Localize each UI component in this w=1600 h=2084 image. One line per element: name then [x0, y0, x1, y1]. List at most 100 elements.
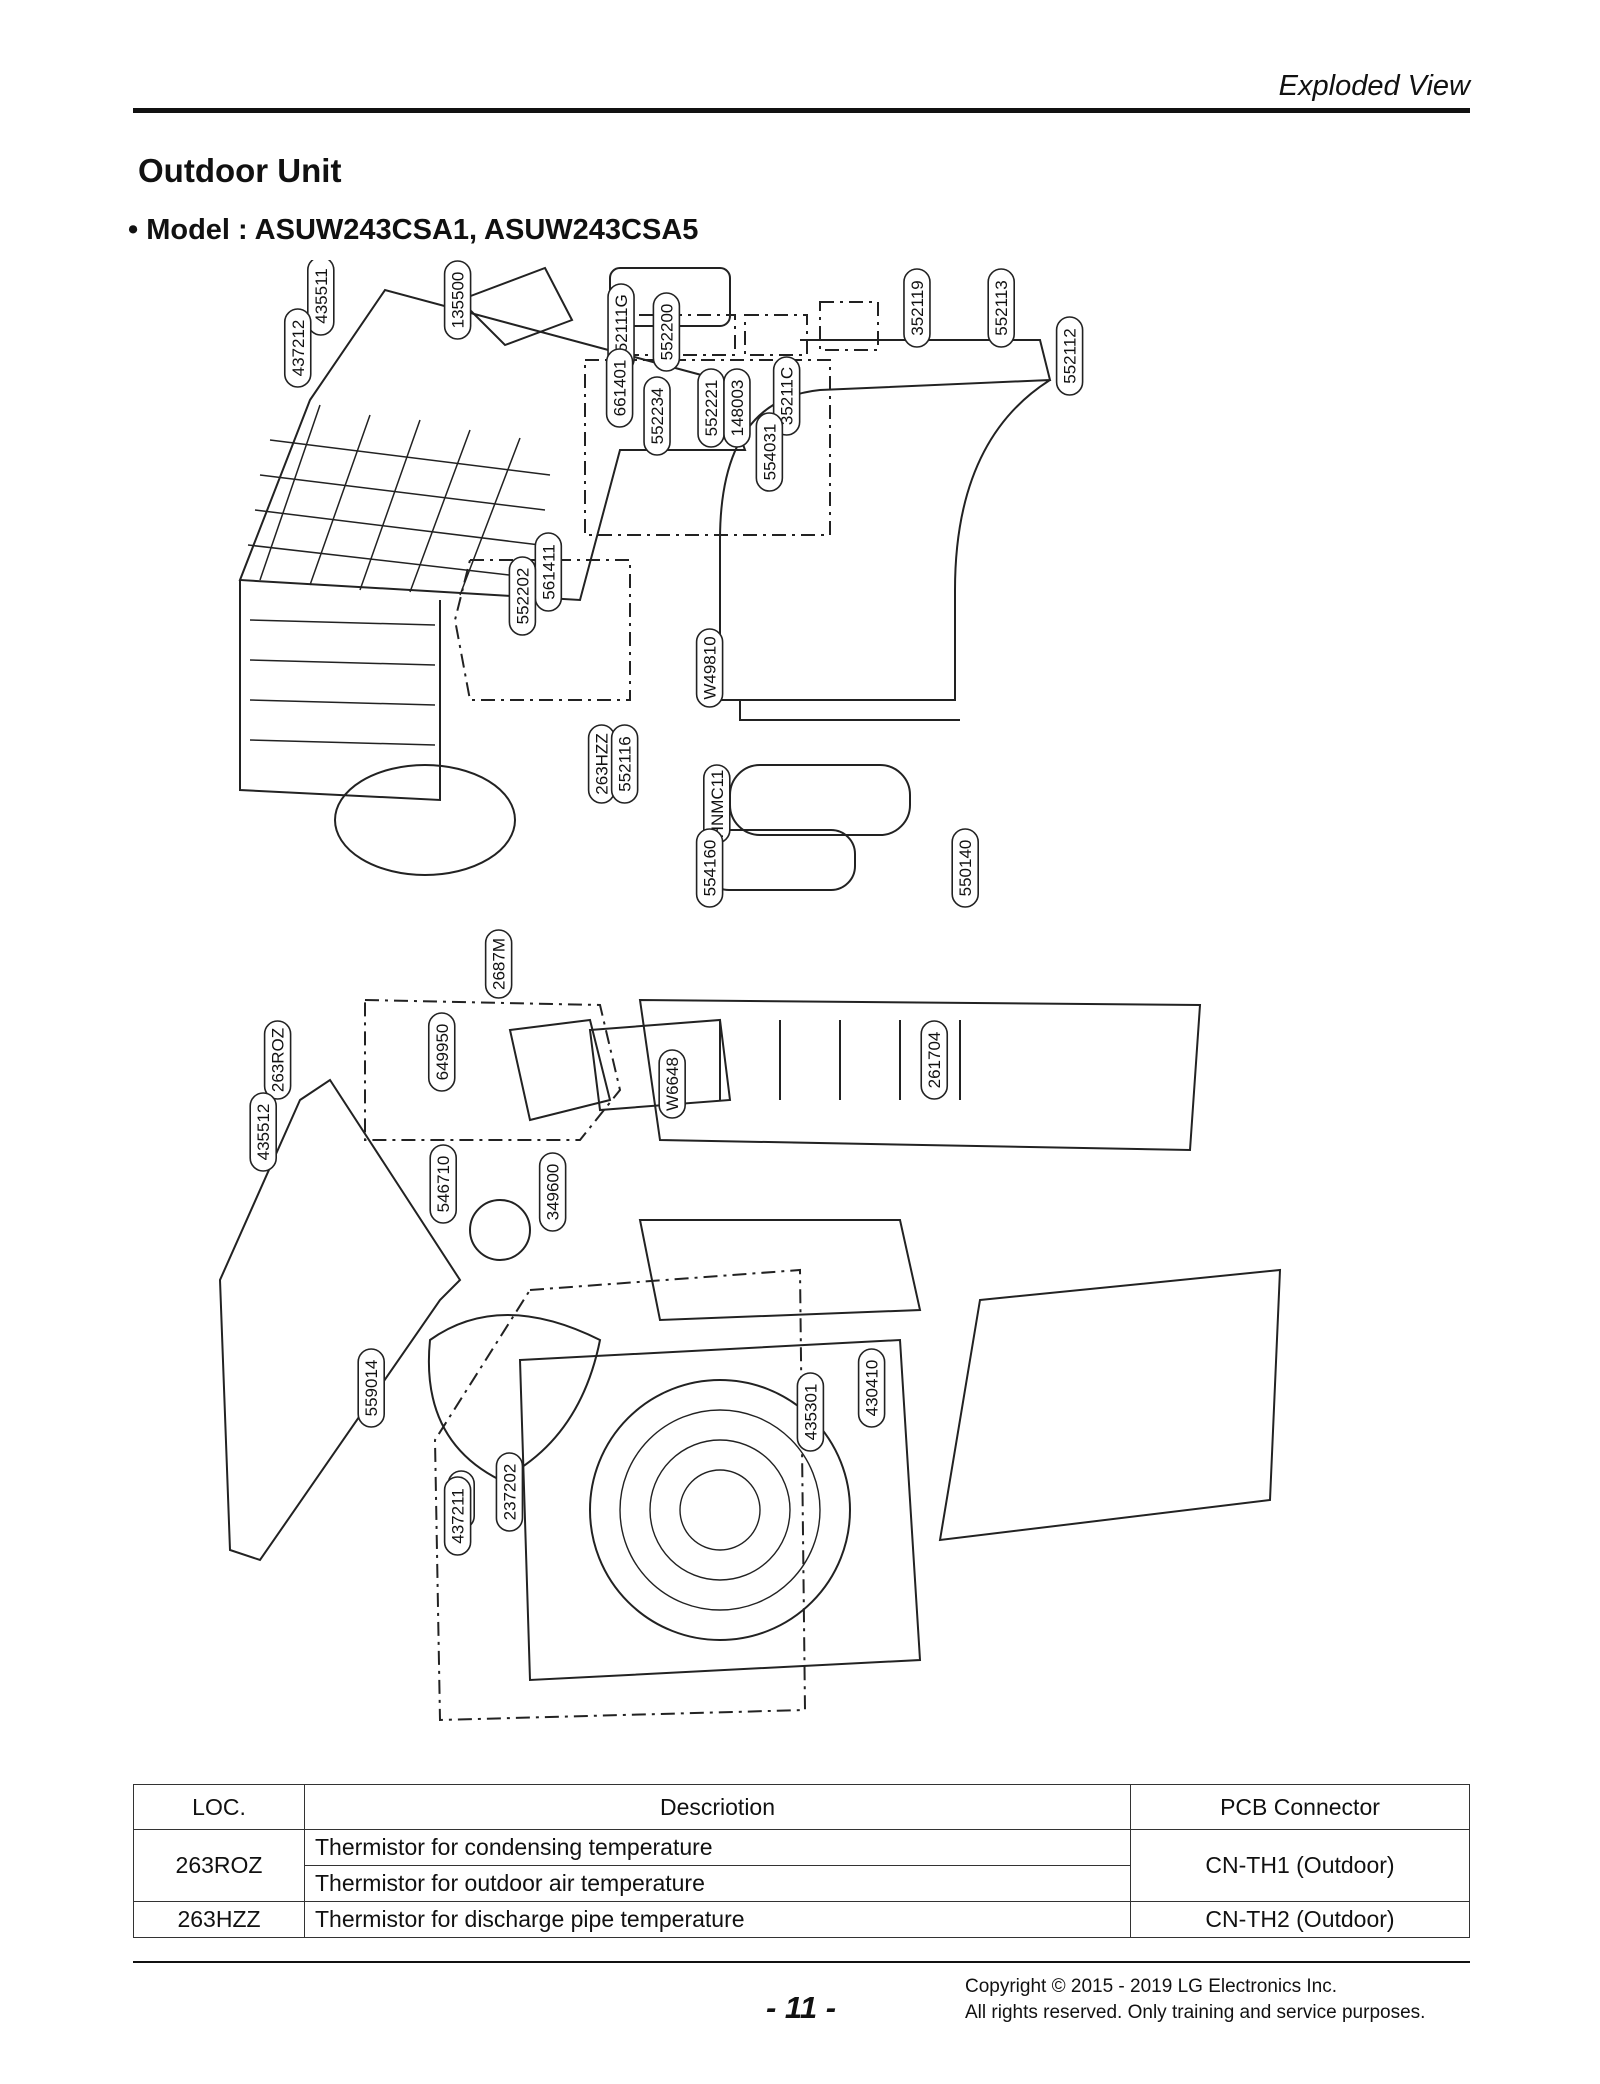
propeller-fan-shape: [427, 1314, 602, 1482]
table-row: 263ROZ Thermistor for condensing tempera…: [133, 1829, 1470, 1902]
part-label: 135500: [443, 260, 472, 340]
pcb-cell: CN-TH1 (Outdoor): [1130, 1829, 1470, 1902]
part-label-text: 554160: [701, 840, 720, 897]
part-label-text: 435512: [254, 1104, 273, 1161]
table-row: Thermistor for outdoor air temperature: [134, 1865, 1470, 1902]
part-label-text: 546710: [434, 1156, 453, 1213]
part-label-text: 2687M: [490, 938, 509, 990]
part-label: 261704: [920, 1020, 949, 1100]
description-cell: Thermistor for discharge pipe temperatur…: [304, 1901, 1131, 1938]
part-label: 550140: [951, 828, 980, 908]
part-label-text: 552234: [648, 388, 667, 445]
front-panel-shape: [518, 1338, 922, 1682]
part-label-text: 435301: [801, 1384, 820, 1441]
part-label-text: 35211C: [778, 367, 797, 425]
base-pan-shape: [938, 1268, 1282, 1542]
footer-rule: [133, 1961, 1470, 1963]
part-label: 437211: [443, 1476, 472, 1556]
pcb-shape: [508, 1018, 612, 1122]
model-subtitle: • Model : ASUW243CSA1, ASUW243CSA5: [128, 214, 699, 246]
part-label: 352119: [903, 268, 931, 348]
part-label: 552116: [610, 724, 639, 804]
part-label: 35211C: [772, 356, 801, 436]
part-label: 148003: [723, 368, 751, 448]
part-label-text: 552111G: [612, 294, 631, 361]
table-row: 263HZZ Thermistor for discharge pipe tem…: [133, 1901, 1470, 1938]
copyright-line-2: All rights reserved. Only training and s…: [965, 2002, 1426, 2023]
part-label-text: 437211: [449, 1488, 468, 1543]
side-panel-shape: [218, 1078, 462, 1562]
part-label-text: 552113: [992, 280, 1011, 335]
part-label: 435301: [796, 1372, 825, 1452]
part-label-text: 435511: [312, 268, 331, 323]
part-label: 552234: [643, 376, 671, 456]
loc-cell: 263ROZ: [133, 1829, 305, 1902]
part-label-text: 550140: [956, 840, 975, 897]
control-box-shape: [588, 1018, 732, 1112]
part-label-text: 554031: [760, 424, 779, 481]
part-label: 561411: [534, 532, 563, 612]
fan-grille-shape: [589, 1379, 851, 1641]
part-label-text: 552202: [513, 568, 532, 625]
part-label-text: 561411: [539, 544, 558, 599]
part-label-text: 559014: [362, 1360, 381, 1417]
part-label: 349600: [538, 1152, 567, 1232]
part-label-text: 552116: [616, 736, 635, 791]
part-label-text: 349600: [544, 1164, 563, 1221]
part-label: 546710: [429, 1144, 457, 1224]
part-label: 2687M: [484, 929, 513, 999]
condenser-coil-shape: [719, 339, 1052, 701]
part-label: 430410: [857, 1348, 886, 1428]
part-label: 435511: [307, 260, 335, 336]
compressor-shape: [729, 764, 911, 836]
part-label-text: 430410: [863, 1360, 882, 1417]
part-label-text: 148003: [728, 380, 747, 437]
description-cell: Thermistor for condensing temperature: [304, 1829, 1131, 1866]
page-title: Outdoor Unit: [138, 152, 342, 189]
part-label-text: 649950: [433, 1024, 452, 1081]
part-label-text: 552200: [657, 304, 676, 361]
loc-cell: 263HZZ: [133, 1901, 305, 1938]
part-label: 263HZZ: [587, 724, 616, 804]
thermistor-table: LOC. Descriotion PCB Connector 263ROZ Th…: [133, 1784, 1470, 1938]
col-pcb-header: PCB Connector: [1130, 1784, 1470, 1830]
part-label-text: 237202: [500, 1464, 519, 1521]
part-label-text: 261704: [925, 1032, 944, 1089]
pcb-cell: CN-TH2 (Outdoor): [1130, 1901, 1470, 1938]
part-label: 552112: [1055, 316, 1084, 396]
part-label: 554160: [695, 828, 724, 908]
page-number: - 11 -: [766, 1990, 837, 2025]
part-label-text: W49810: [701, 636, 720, 699]
part-label-text: 552221: [702, 380, 721, 437]
part-label-text: 135500: [449, 272, 468, 329]
base-bracket-shape: [638, 998, 1202, 1152]
part-label-text: 263HZZ: [593, 733, 612, 794]
grille-ring-shape: [334, 764, 516, 876]
part-label: 649950: [427, 1012, 456, 1092]
part-label: 552200: [652, 292, 681, 372]
part-label: 559014: [357, 1348, 385, 1428]
col-description-header: Descriotion: [304, 1784, 1131, 1830]
part-label: 661401: [605, 348, 634, 428]
fan-motor-shape: [469, 1199, 531, 1261]
part-label: 237202: [495, 1452, 524, 1532]
part-label-text: 552112: [1061, 328, 1080, 383]
part-label-text: 661401: [611, 360, 630, 417]
part-label-text: W6648: [663, 1057, 682, 1111]
col-loc-header: LOC.: [133, 1784, 305, 1830]
description-cell: Thermistor for outdoor air temperature: [304, 1865, 1131, 1902]
part-label: 437212: [283, 308, 312, 388]
section-header: Exploded View: [1278, 70, 1470, 102]
header-rule: [133, 108, 1470, 113]
part-label-text: HNMC11: [708, 770, 727, 839]
part-label: 263ROZ: [263, 1020, 292, 1100]
copyright-line-1: Copyright © 2015 - 2019 LG Electronics I…: [965, 1976, 1338, 1997]
copyright: Copyright © 2015 - 2019 LG Electronics I…: [965, 1974, 1425, 2026]
part-label-text: 437212: [289, 320, 308, 377]
part-label: W49810: [695, 628, 724, 708]
part-label-text: 263ROZ: [269, 1028, 288, 1092]
rear-grille-shape: [239, 580, 441, 802]
part-label: 435512: [249, 1092, 278, 1172]
